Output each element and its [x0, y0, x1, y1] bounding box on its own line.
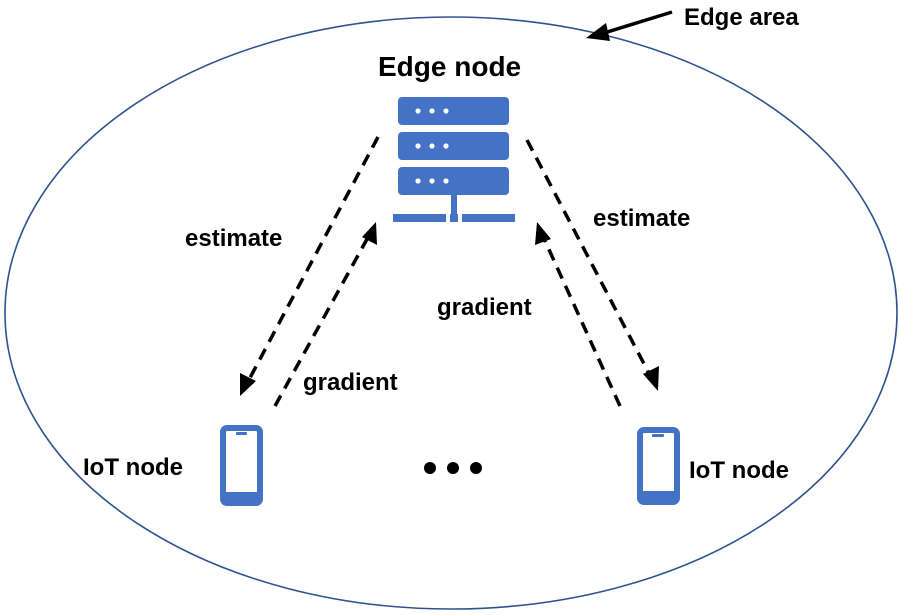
estimate-label-right: estimate [593, 205, 691, 232]
gradient-arrow-right [539, 231, 622, 407]
gradient-label-middle: gradient [437, 294, 532, 321]
ellipsis-icon [424, 462, 482, 474]
server-icon [393, 97, 515, 222]
smartphone-icon [637, 427, 680, 505]
estimate-label-left: estimate [185, 225, 283, 252]
gradient-arrow-left [273, 229, 374, 407]
gradient-arrowhead-right [535, 222, 551, 245]
edge-area-label: Edge area [684, 4, 799, 31]
estimate-arrowhead-left [240, 373, 256, 396]
edge-area-ellipse [4, 16, 898, 610]
gradient-arrowhead-left [362, 222, 377, 245]
gradient-label-left: gradient [303, 369, 398, 396]
edge-node-label: Edge node [378, 51, 522, 82]
iot-node-label-left: IoT node [83, 454, 183, 481]
estimate-arrowhead-right [643, 366, 659, 391]
iot-node-label-right: IoT node [689, 457, 789, 484]
smartphone-icon [220, 425, 263, 506]
edge-area-pointer-arrow [586, 10, 673, 41]
estimate-arrow-left [241, 136, 380, 392]
estimate-arrow-right [525, 139, 656, 384]
